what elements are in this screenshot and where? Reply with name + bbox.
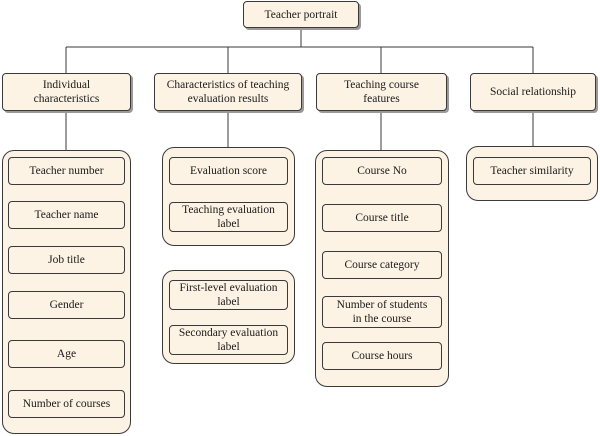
root-node: Teacher portrait	[243, 1, 359, 28]
item-secondary-evaluation-label: Secondary evaluation label	[169, 325, 288, 355]
item-number-of-courses: Number of courses	[8, 390, 125, 418]
item-course-hours: Course hours	[322, 342, 442, 370]
category-social-relationship: Social relationship	[470, 73, 596, 111]
category-teaching-evaluation-results: Characteristics of teaching evaluation r…	[154, 73, 302, 111]
item-gender: Gender	[8, 291, 125, 319]
item-age: Age	[8, 340, 125, 368]
item-course-title: Course title	[322, 204, 442, 232]
item-teacher-number: Teacher number	[8, 157, 125, 185]
item-course-no: Course No	[322, 157, 442, 185]
category-individual-characteristics: Individual characteristics	[2, 73, 131, 111]
item-evaluation-score: Evaluation score	[169, 157, 288, 185]
item-teacher-similarity: Teacher similarity	[473, 157, 591, 185]
item-course-category: Course category	[322, 251, 442, 279]
item-number-of-students: Number of students in the course	[322, 296, 442, 328]
category-teaching-course-features: Teaching course features	[316, 73, 447, 111]
item-teaching-evaluation-label: Teaching evaluation label	[169, 202, 288, 232]
item-job-title: Job title	[8, 246, 125, 274]
item-teacher-name: Teacher name	[8, 201, 125, 229]
item-first-level-evaluation-label: First-level evaluation label	[169, 280, 288, 310]
